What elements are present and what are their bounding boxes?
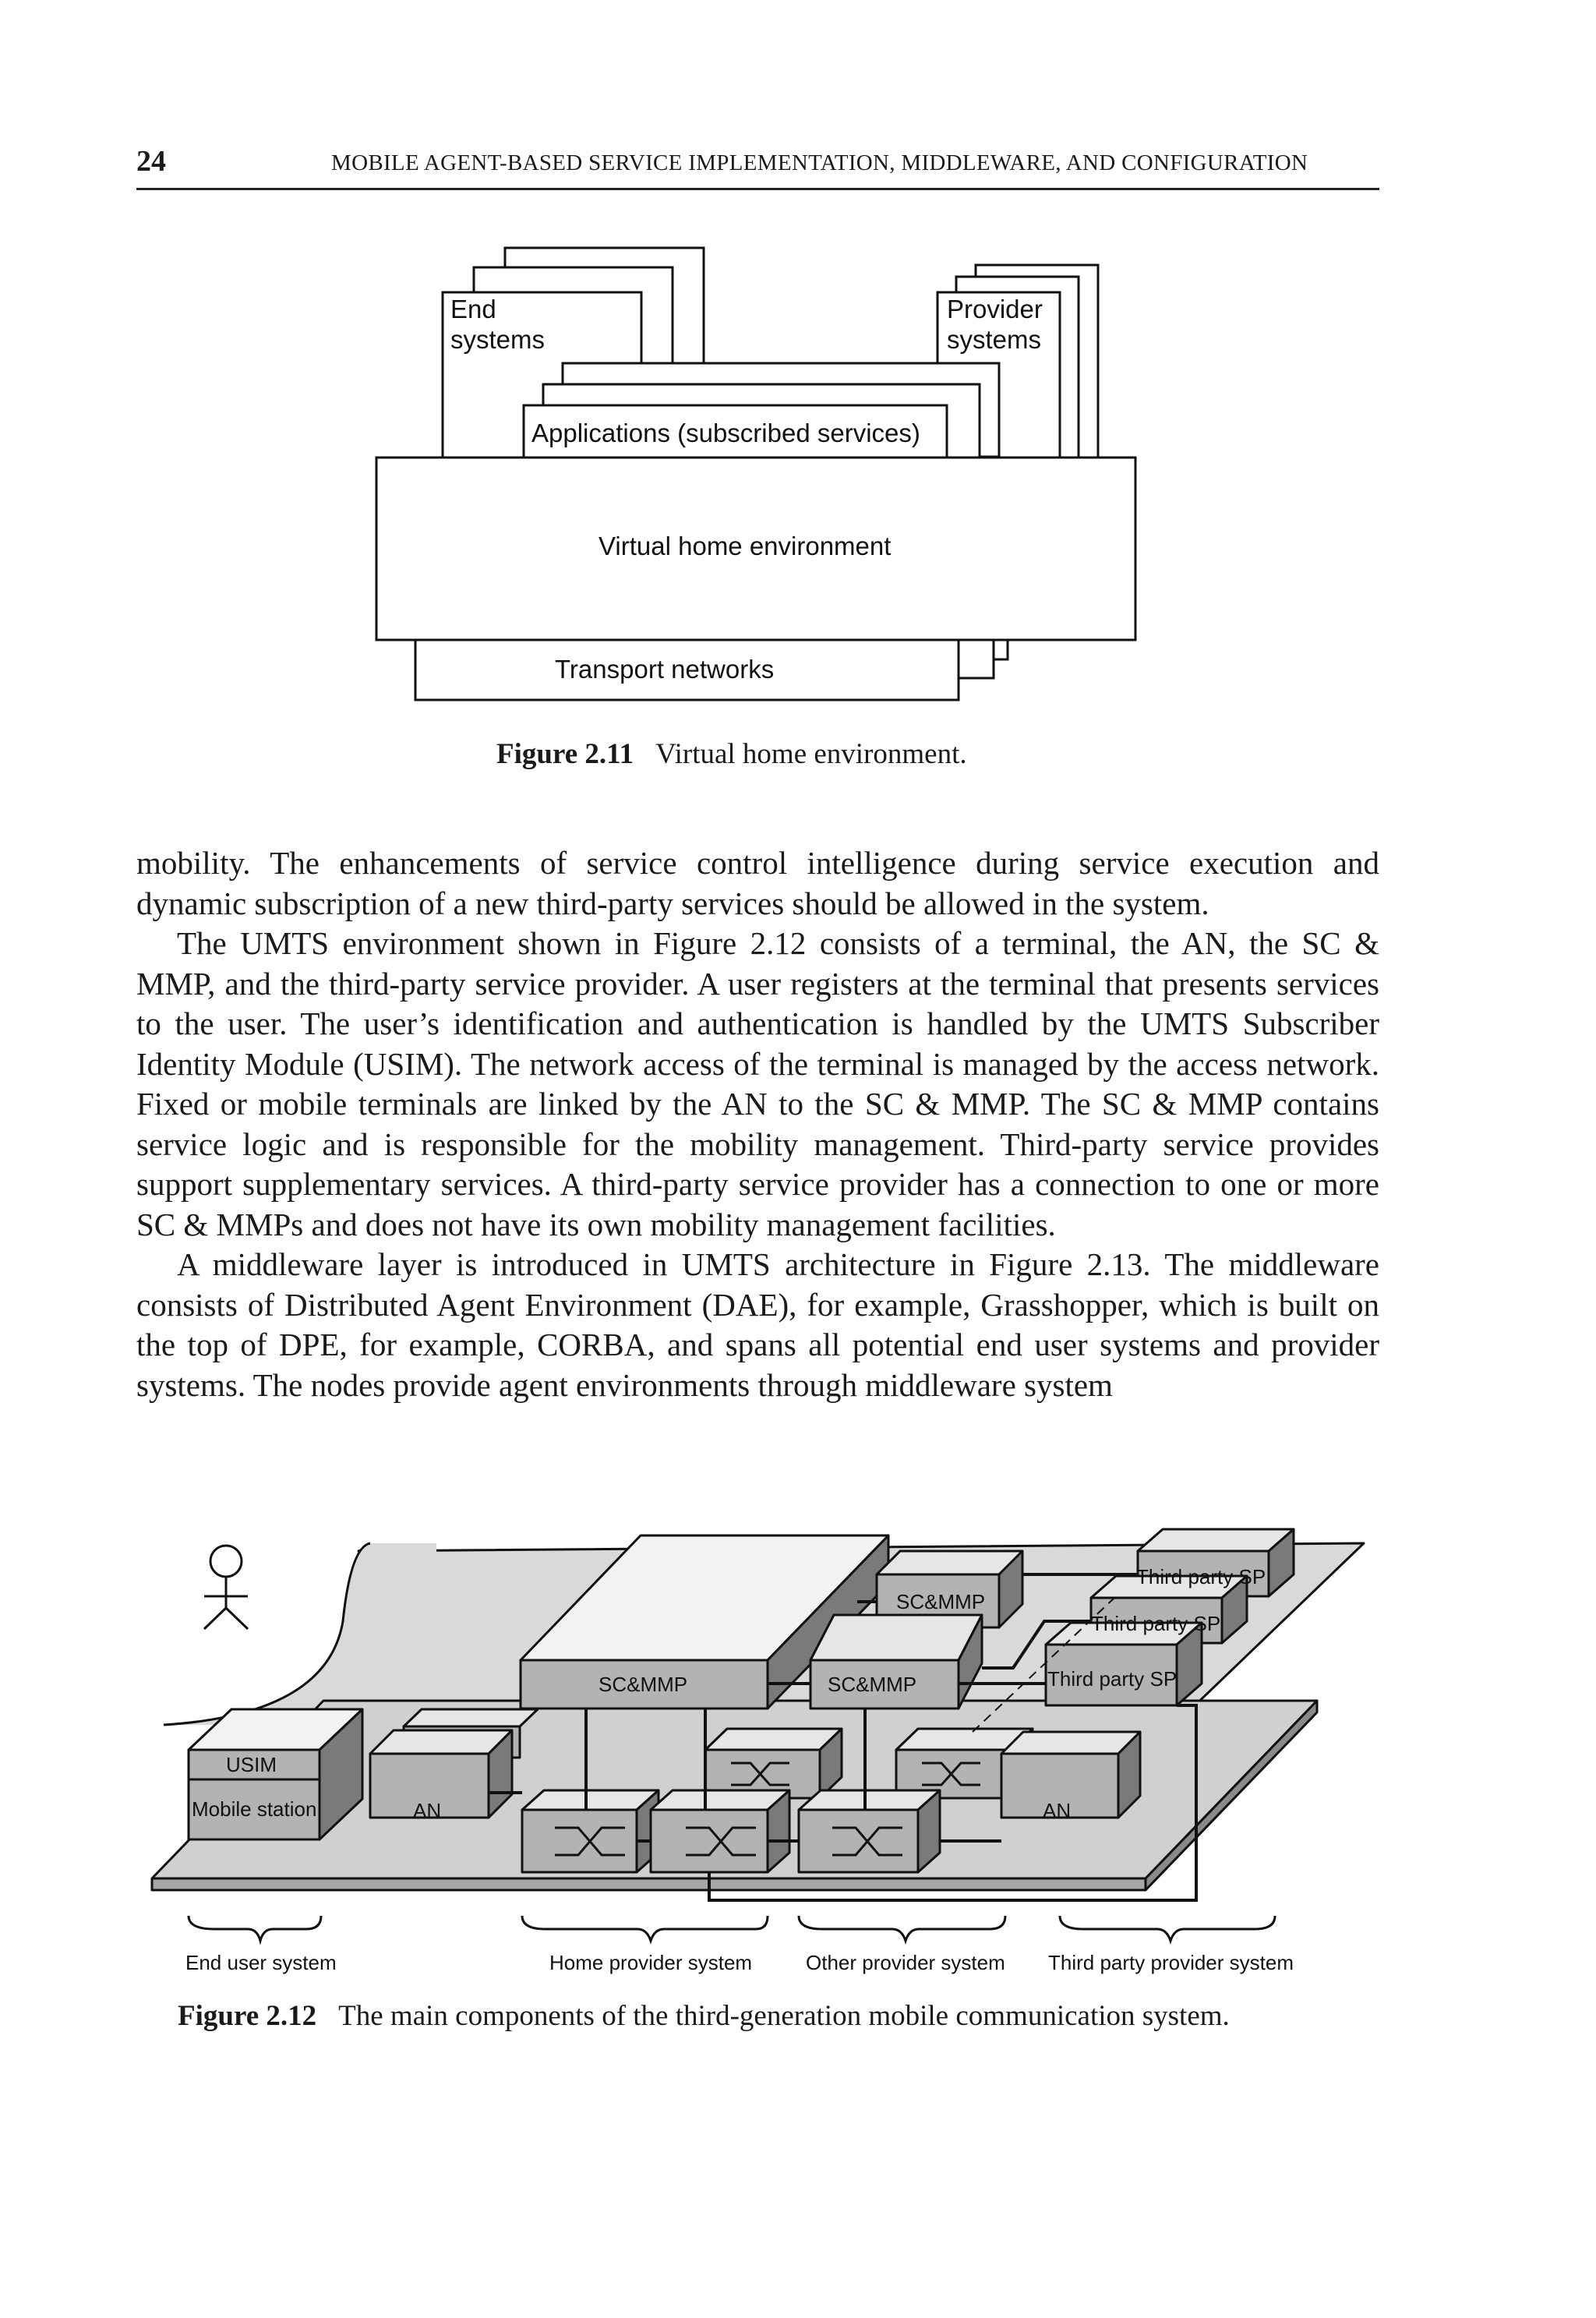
third-party-3-side <box>1175 1621 1203 1707</box>
virtual-home-environment-box <box>375 456 1137 641</box>
switch-front-3-top <box>797 1789 941 1811</box>
link-13 <box>708 1704 1198 1902</box>
scmmp-mid-top <box>809 1613 983 1662</box>
switch-front-1-top <box>521 1789 660 1811</box>
body-text: mobility. The enhancements of service co… <box>136 843 1379 1405</box>
an-right-side <box>1117 1730 1142 1819</box>
scmmp-mid-box <box>809 1659 960 1710</box>
header-rule <box>136 188 1379 190</box>
label-provider: Provider <box>947 295 1043 323</box>
paragraph-2: The UMTS environment shown in Figure 2.1… <box>136 925 1379 1242</box>
switch-front-3-box <box>797 1808 920 1874</box>
switch-back-1-top <box>704 1727 843 1751</box>
switch-symbol-5 <box>922 1761 980 1786</box>
label-transport: Transport networks <box>555 655 774 684</box>
third-party-1-side <box>1267 1528 1295 1598</box>
paragraph-3: A middleware layer is introduced in UMTS… <box>136 1246 1379 1403</box>
switch-front-1-box <box>521 1808 638 1874</box>
label-end-user-system: End user system <box>185 1951 337 1974</box>
label-third-party-provider-system: Third party provider system <box>1048 1951 1294 1974</box>
label-scmmp-top: SC&MMP <box>896 1590 985 1613</box>
switch-front-3-side <box>916 1789 941 1874</box>
label-other-provider-system: Other provider system <box>806 1951 1005 1974</box>
label-applications: Applications (subscribed services) <box>531 419 920 447</box>
brace-other <box>797 1915 1007 1945</box>
mobile-station-box <box>187 1778 321 1841</box>
label-mobile-station: Mobile station <box>192 1797 316 1821</box>
mobile-station-side <box>318 1708 364 1841</box>
link-dashed <box>972 1597 1115 1733</box>
brace-home <box>521 1915 769 1945</box>
end-user-surface <box>164 1543 436 1725</box>
paragraph-1: mobility. The enhancements of service co… <box>136 845 1379 921</box>
figure-2-11-number: Figure 2.11 <box>496 738 634 770</box>
an-right-top <box>1000 1730 1142 1755</box>
page-number: 24 <box>136 145 166 178</box>
label-an-right: AN <box>1043 1799 1071 1822</box>
brace-third <box>1058 1915 1276 1945</box>
running-header: MOBILE AGENT-BASED SERVICE IMPLEMENTATIO… <box>331 150 1308 175</box>
figure-2-12-text: The main components of the third-generat… <box>338 2000 1230 2032</box>
label-scmmp-mid: SC&MMP <box>828 1673 916 1696</box>
switch-symbol-2 <box>686 1826 756 1857</box>
label-vhe: Virtual home environment <box>598 532 891 560</box>
an-left-back-top <box>402 1708 539 1728</box>
scmmp-top-side <box>998 1549 1024 1629</box>
label-third-party-2: Third party SP <box>1091 1612 1220 1635</box>
label-scmmp-big: SC&MMP <box>598 1673 687 1696</box>
user-stick-figure <box>203 1544 249 1631</box>
base-plate-front <box>150 1877 1147 1892</box>
label-usim: USIM <box>226 1753 277 1776</box>
figure-2-11-caption: Figure 2.11 Virtual home environment. <box>496 737 967 771</box>
an-right-box <box>1000 1752 1120 1819</box>
switch-front-2-top <box>649 1789 791 1811</box>
switch-symbol-3 <box>832 1826 902 1857</box>
label-an-left: AN <box>413 1799 441 1822</box>
switch-front-2-side <box>766 1789 791 1874</box>
label-third-party-1: Third party SP <box>1136 1565 1266 1588</box>
switch-back-1-side <box>818 1727 843 1800</box>
figure-2-12-number: Figure 2.12 <box>178 2000 317 2032</box>
switch-symbol-4 <box>731 1761 789 1786</box>
third-party-1-top <box>1136 1528 1295 1553</box>
transport-networks-box <box>414 636 960 701</box>
label-home-provider-system: Home provider system <box>549 1951 752 1974</box>
figure-2-11-text: Virtual home environment. <box>655 738 967 770</box>
label-systems: systems <box>450 325 545 354</box>
label-provider-systems: systems <box>947 325 1041 354</box>
label-end: End <box>450 295 496 323</box>
third-party-2-side <box>1220 1574 1248 1645</box>
figure-2-12-caption: Figure 2.12 The main components of the th… <box>178 1999 1230 2033</box>
link-6 <box>982 1620 1091 1670</box>
brace-end-user <box>187 1915 323 1945</box>
label-third-party-3: Third party SP <box>1047 1667 1177 1691</box>
switch-symbol-1 <box>555 1826 625 1857</box>
scmmp-top-top <box>875 1549 1024 1576</box>
base-plate-side <box>1144 1699 1319 1892</box>
third-party-3-box <box>1044 1643 1178 1707</box>
switch-front-2-box <box>649 1808 769 1874</box>
